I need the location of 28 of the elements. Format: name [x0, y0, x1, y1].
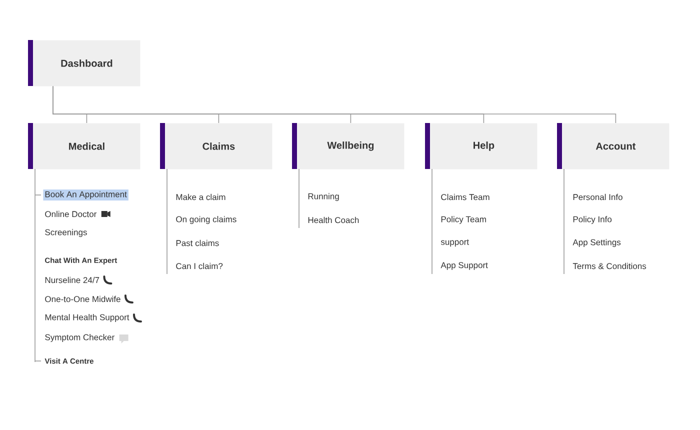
menu-header-box: Account — [557, 123, 670, 170]
menu-item: support — [440, 239, 469, 247]
menu-item: Mental Health Support — [45, 314, 130, 322]
menu-item: Past claims — [176, 240, 219, 246]
menu-item: Make a claim — [176, 194, 226, 200]
menu-item: Symptom Checker — [45, 334, 114, 342]
menu-item: Screenings — [45, 229, 87, 237]
menu-item: Terms & Conditions — [572, 262, 646, 270]
menu-item: Policy Team — [441, 216, 486, 224]
menu-item: On going claims — [176, 216, 236, 224]
menu-item: App Settings — [572, 239, 621, 247]
menu-item: App Support — [440, 262, 488, 270]
menu-header-box: Claims — [160, 123, 272, 170]
menu-item: Online Doctor — [45, 210, 97, 218]
connector-line — [52, 86, 616, 124]
selected-menu-item: Book An Appointment — [43, 190, 128, 200]
menu-header-box: Wellbeing — [292, 123, 404, 170]
menu-header-box: Medical — [28, 123, 140, 170]
menu-item: Health Coach — [308, 216, 359, 224]
menu-item: Nurseline 24/7 — [45, 276, 100, 284]
menu-item: Can I claim? — [176, 262, 223, 270]
menu-header-box: Help — [425, 123, 538, 170]
menu-item: Claims Team — [441, 194, 490, 200]
menu-item: Personal Info — [573, 194, 622, 200]
menu-item: One-to-One Midwife — [45, 296, 120, 302]
page-box: Dashboard — [28, 40, 140, 86]
menu-item: Policy Info — [573, 216, 612, 224]
menu-item: Running — [308, 193, 339, 201]
